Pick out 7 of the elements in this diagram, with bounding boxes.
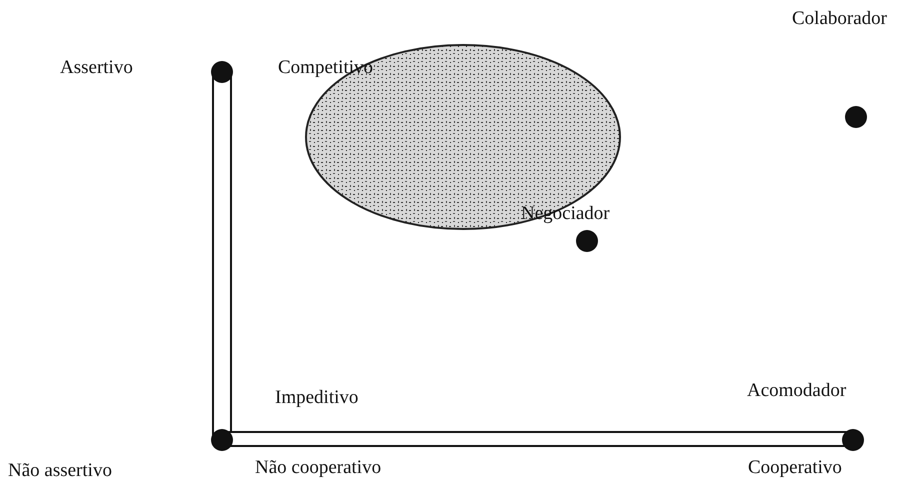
axis-label: Cooperativo	[748, 458, 842, 477]
axis-label: Não cooperativo	[255, 458, 382, 477]
style-label: Impeditivo	[275, 388, 358, 407]
style-label: Colaborador	[792, 9, 887, 28]
style-label: Acomodador	[747, 381, 846, 400]
axis-label: Não assertivo	[8, 461, 112, 480]
axis-label: Assertivo	[60, 58, 133, 77]
